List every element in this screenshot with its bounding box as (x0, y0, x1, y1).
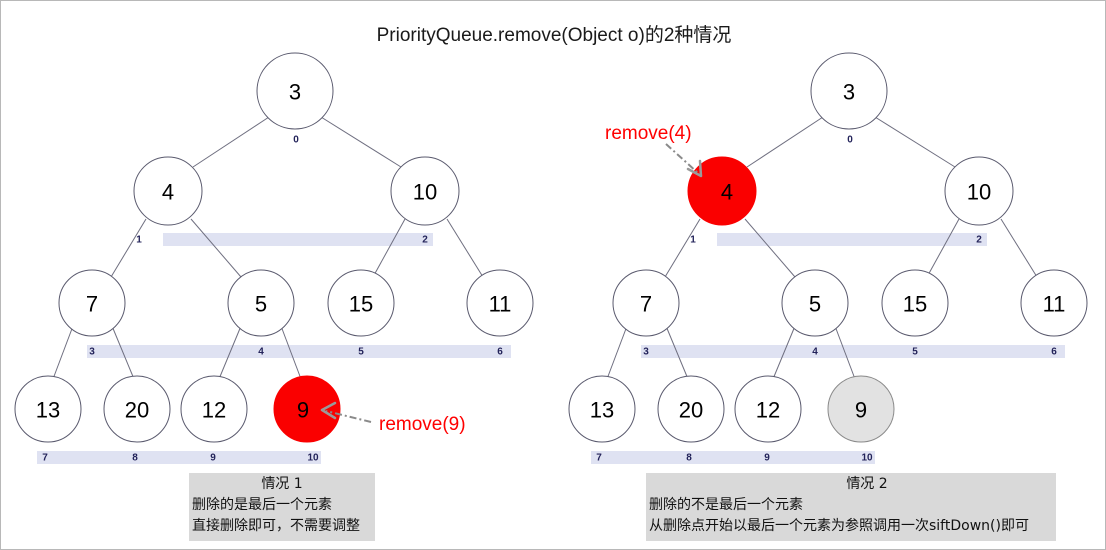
tree-edges (52, 116, 484, 380)
node-9-right[interactable]: 12 (734, 375, 802, 443)
index-label-9-right: 9 (764, 453, 770, 464)
node-7-right[interactable]: 13 (568, 375, 636, 443)
index-band-level-2-right (641, 345, 1065, 358)
index-label-2: 2 (422, 235, 428, 246)
remove-callout: remove(9) (320, 401, 466, 435)
index-label-10-right: 10 (861, 453, 873, 464)
index-band-level-3 (37, 451, 321, 464)
node-9[interactable]: 12 (180, 375, 248, 443)
index-label-6-right: 6 (1051, 347, 1057, 358)
case-2-heap-diagram: 3 4 10 7 5 15 (568, 52, 1088, 541)
index-band-level-1 (163, 233, 433, 246)
node-3-value: 7 (86, 292, 98, 317)
node-0-right-value: 3 (843, 80, 855, 105)
index-label-1: 1 (136, 235, 142, 246)
index-band-level-3-right (591, 451, 875, 464)
node-8[interactable]: 20 (103, 375, 171, 443)
index-label-10: 10 (307, 453, 319, 464)
index-band-level-1-right (717, 233, 987, 246)
index-label-5: 5 (358, 347, 364, 358)
node-9-right-value: 12 (756, 398, 780, 423)
case-2-caption-line2: 从删除点开始以最后一个元素为参照调用一次siftDown()即可 (649, 517, 1029, 534)
node-5[interactable]: 15 (327, 269, 395, 337)
node-3-right[interactable]: 7 (612, 269, 680, 337)
node-8-right-value: 20 (679, 398, 703, 423)
index-label-3: 3 (89, 347, 95, 358)
node-2-right-value: 10 (967, 180, 991, 205)
arrow-head-icon (320, 401, 337, 420)
node-7-value: 13 (36, 398, 60, 423)
node-6-value: 11 (489, 292, 512, 317)
case-1-caption-heading: 情况 1 (261, 476, 302, 492)
index-label-9: 9 (210, 453, 216, 464)
remove-callout-right-label: remove(4) (605, 123, 692, 144)
tree-edges-right (606, 116, 1038, 380)
node-5-right[interactable]: 15 (881, 269, 949, 337)
case-1-heap-diagram: 3 4 10 7 5 15 (14, 52, 534, 541)
index-label-0: 0 (293, 135, 299, 146)
index-label-0-right: 0 (847, 135, 853, 146)
node-7-right-value: 13 (590, 398, 614, 423)
remove-callout-right: remove(4) (605, 123, 703, 178)
index-label-3-right: 3 (643, 347, 649, 358)
node-4-right-value: 5 (809, 292, 821, 317)
index-label-4: 4 (258, 347, 264, 358)
node-6[interactable]: 11 (466, 269, 534, 337)
case-2-caption: 情况 2 删除的不是最后一个元素 从删除点开始以最后一个元素为参照调用一次sif… (646, 473, 1056, 541)
case-2-caption-line1: 删除的不是最后一个元素 (649, 497, 803, 513)
index-band-level-2 (87, 345, 511, 358)
index-label-7: 7 (42, 453, 48, 464)
remove-callout-label: remove(9) (379, 414, 466, 435)
node-3[interactable]: 7 (58, 269, 126, 337)
node-10[interactable]: 9 (273, 375, 341, 443)
case-1-caption-line1: 删除的是最后一个元素 (192, 497, 332, 513)
case-2-caption-heading: 情况 2 (846, 476, 887, 492)
node-6-right-value: 11 (1043, 292, 1066, 317)
index-label-7-right: 7 (596, 453, 602, 464)
node-10-right-value: 9 (855, 398, 867, 423)
index-label-8-right: 8 (686, 453, 692, 464)
node-2-right[interactable]: 10 (944, 156, 1014, 226)
node-4-value: 5 (255, 292, 267, 317)
index-label-1-right: 1 (690, 235, 696, 246)
node-7[interactable]: 13 (14, 375, 82, 443)
node-1-right[interactable]: 4 (687, 156, 757, 226)
node-10-right[interactable]: 9 (827, 375, 895, 443)
node-1[interactable]: 4 (133, 156, 203, 226)
index-label-8: 8 (132, 453, 138, 464)
node-2-value: 10 (413, 180, 437, 205)
node-10-value: 9 (297, 398, 309, 423)
arrow-head-icon-right (686, 159, 703, 178)
node-0-right[interactable]: 3 (810, 52, 888, 130)
node-6-right[interactable]: 11 (1020, 269, 1088, 337)
node-0-value: 3 (289, 80, 301, 105)
node-4[interactable]: 5 (227, 269, 295, 337)
node-5-value: 15 (349, 292, 373, 317)
index-label-6: 6 (497, 347, 503, 358)
node-9-value: 12 (202, 398, 226, 423)
node-8-value: 20 (125, 398, 149, 423)
case-1-caption: 情况 1 删除的是最后一个元素 直接删除即可，不需要调整 (189, 473, 375, 541)
node-5-right-value: 15 (903, 292, 927, 317)
node-1-value: 4 (162, 180, 174, 205)
node-3-right-value: 7 (640, 292, 652, 317)
node-0[interactable]: 3 (256, 52, 334, 130)
node-8-right[interactable]: 20 (657, 375, 725, 443)
index-label-5-right: 5 (912, 347, 918, 358)
node-4-right[interactable]: 5 (781, 269, 849, 337)
node-2[interactable]: 10 (390, 156, 460, 226)
case-1-caption-line2: 直接删除即可，不需要调整 (192, 517, 360, 534)
index-label-4-right: 4 (812, 347, 818, 358)
node-1-right-value: 4 (721, 180, 733, 205)
page-title: PriorityQueue.remove(Object o)的2种情况 (377, 24, 732, 46)
index-label-2-right: 2 (976, 235, 982, 246)
